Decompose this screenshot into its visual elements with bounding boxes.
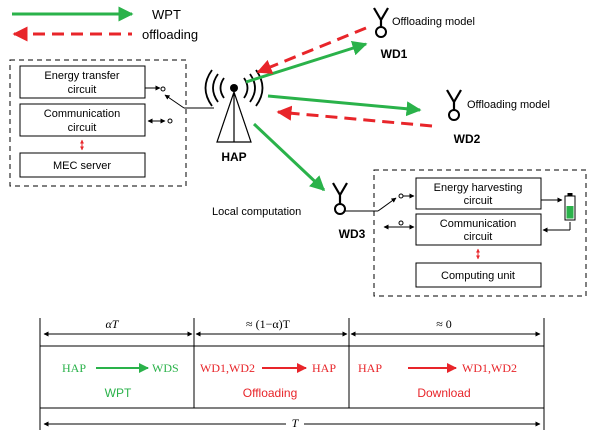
wd3-communication-circuit-label-2: circuit bbox=[464, 231, 493, 243]
mec-server-block bbox=[19, 152, 146, 178]
wpt-link-wd1 bbox=[245, 40, 368, 84]
segment-2-from: WD1,WD2 bbox=[200, 361, 255, 375]
segment-1-duration: αT bbox=[106, 317, 120, 331]
wd1-mode-label: Offloading model bbox=[392, 16, 475, 28]
energy-harvesting-circuit-label: Energy harvesting bbox=[434, 182, 523, 194]
segment-3-to: WD1,WD2 bbox=[462, 361, 517, 375]
wd2-device: Offloading model WD2 bbox=[446, 89, 550, 146]
wd3-label: WD3 bbox=[339, 227, 366, 241]
segment-3-from: HAP bbox=[358, 361, 382, 375]
segment-3-phase: Download bbox=[417, 386, 470, 400]
wpt-link-wd3 bbox=[252, 122, 326, 192]
wd3-device: Local computation WD3 Energy harvesting … bbox=[212, 169, 587, 297]
wpt-link-wd2 bbox=[267, 94, 422, 117]
energy-transfer-circuit-label: Energy transfer bbox=[44, 70, 120, 82]
wd2-label: WD2 bbox=[454, 132, 481, 146]
wd3-switch-contact-top bbox=[398, 193, 404, 199]
radio-waves-left bbox=[204, 69, 225, 107]
wd3-switch-contact-bottom bbox=[398, 220, 404, 226]
hap-communication-circuit-label-2: circuit bbox=[68, 122, 97, 134]
total-label-gap bbox=[286, 415, 304, 429]
offloading-link-wd2 bbox=[276, 105, 433, 128]
energy-transfer-circuit-block bbox=[19, 65, 146, 99]
hap-label: HAP bbox=[221, 150, 246, 164]
wd3-switch-blade bbox=[377, 197, 397, 212]
wd3-communication-circuit-block bbox=[415, 213, 542, 246]
radio-waves-right bbox=[243, 69, 264, 107]
wd3-antenna-icon bbox=[332, 182, 348, 204]
antenna-tower bbox=[216, 90, 252, 143]
hap-communication-circuit-label: Communication bbox=[44, 108, 120, 120]
wd3-communication-circuit-label: Communication bbox=[440, 218, 516, 230]
hap-antenna: HAP bbox=[204, 69, 264, 164]
offloading-link-wd1 bbox=[256, 26, 367, 74]
wd2-antenna-icon bbox=[446, 89, 462, 111]
segment-2-phase: Offloading bbox=[243, 386, 298, 400]
wd3-dashed-frame bbox=[373, 169, 587, 297]
segment-2-duration: ≈ (1−α)T bbox=[246, 317, 291, 331]
wd2-body bbox=[448, 109, 460, 121]
segment-2-to: HAP bbox=[312, 361, 336, 375]
energy-transfer-circuit-label-2: circuit bbox=[68, 84, 97, 96]
switch-blade bbox=[164, 94, 185, 109]
hap-dashed-frame bbox=[9, 59, 187, 187]
wd3-mode-label: Local computation bbox=[212, 206, 301, 218]
computing-unit-label: Computing unit bbox=[441, 270, 515, 282]
wd1-antenna-icon bbox=[373, 7, 389, 28]
segment-1-from: HAP bbox=[62, 361, 86, 375]
energy-harvesting-circuit-label-2: circuit bbox=[464, 195, 493, 207]
wd1-body bbox=[375, 26, 387, 38]
switch-contact-bottom bbox=[167, 118, 173, 124]
wd3-body bbox=[334, 203, 346, 215]
legend-offloading-label: offloading bbox=[142, 27, 198, 42]
switch-contact-top bbox=[160, 86, 166, 92]
segment-1-to: WDS bbox=[152, 361, 179, 375]
segment-3-duration: ≈ 0 bbox=[436, 317, 452, 331]
segment-1-phase: WPT bbox=[105, 386, 132, 400]
wd1-device: Offloading model WD1 bbox=[373, 7, 475, 61]
total-duration-label: T bbox=[292, 416, 300, 430]
legend-wpt-label: WPT bbox=[152, 7, 181, 22]
hap-module: Energy transfer circuit Communication ci… bbox=[9, 59, 214, 187]
computing-unit-block bbox=[415, 262, 542, 288]
wd1-label: WD1 bbox=[381, 47, 408, 61]
timeline: αT ≈ (1−α)T ≈ 0 HAP WDS WPT WD1,WD2 HAP … bbox=[39, 317, 545, 430]
wd2-mode-label: Offloading model bbox=[467, 99, 550, 111]
energy-harvesting-circuit-block bbox=[415, 177, 542, 210]
battery-charge bbox=[566, 206, 574, 219]
mec-server-label: MEC server bbox=[53, 160, 111, 172]
antenna-tip bbox=[230, 84, 238, 92]
legend: WPT offloading bbox=[12, 6, 198, 42]
hap-communication-circuit-block bbox=[19, 103, 146, 137]
battery-cap bbox=[567, 193, 573, 196]
